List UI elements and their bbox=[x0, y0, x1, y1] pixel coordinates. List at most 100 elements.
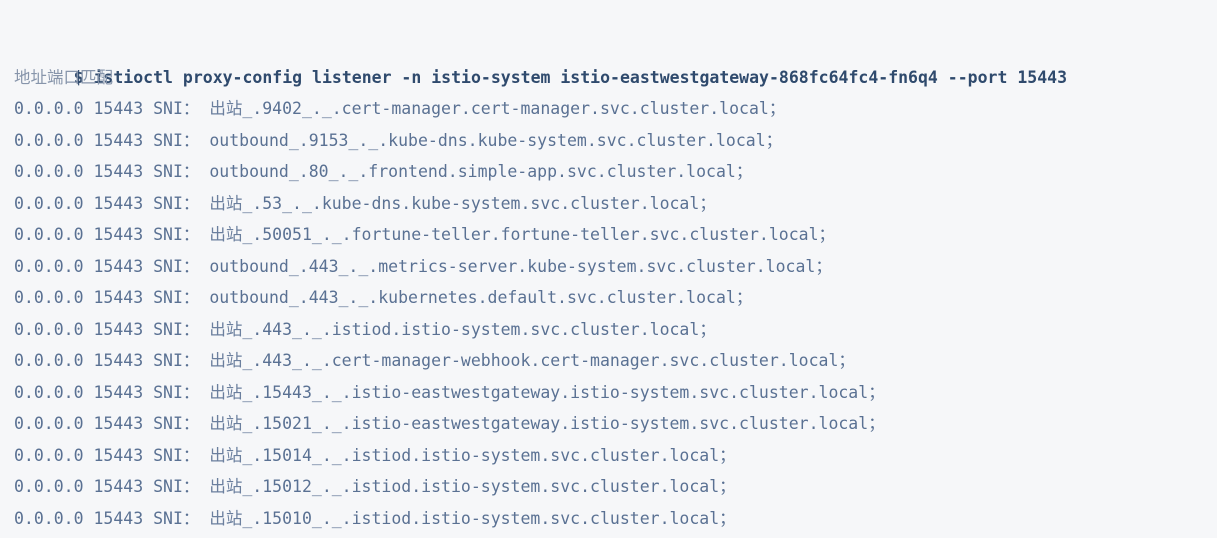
row-address: 0.0.0.0 bbox=[14, 508, 84, 528]
row-match-type: SNI bbox=[153, 193, 183, 213]
row-port: 15443 bbox=[93, 508, 144, 528]
row-sni: _.443_._.kubernetes.default.svc.cluster.… bbox=[288, 288, 736, 307]
row-terminator: ； bbox=[815, 256, 832, 276]
row-direction: 出站 bbox=[209, 351, 243, 370]
row-colon: ： bbox=[182, 193, 200, 213]
row-address: 0.0.0.0 bbox=[14, 225, 84, 244]
row-port: 15443 bbox=[93, 256, 144, 276]
row-match-type: SNI bbox=[153, 256, 183, 276]
row-address: 0.0.0.0 bbox=[14, 414, 84, 433]
row-address: 0.0.0.0 bbox=[14, 256, 84, 276]
row-port: 15443 bbox=[93, 162, 144, 181]
row-terminator: ； bbox=[719, 477, 736, 496]
row-sni: _.15021_._.istio-eastwestgateway.istio-s… bbox=[242, 414, 869, 433]
command-line: $ istioctl proxy-config listener -n isti… bbox=[14, 30, 1217, 87]
row-colon: ： bbox=[182, 351, 200, 370]
row-direction: 出站 bbox=[209, 477, 243, 496]
row-sni: _.443_._.metrics-server.kube-system.svc.… bbox=[288, 256, 816, 276]
row-direction: 出站 bbox=[209, 99, 243, 118]
row-port: 15443 bbox=[93, 445, 144, 465]
row-address: 0.0.0.0 bbox=[14, 382, 84, 402]
row-match-type: SNI bbox=[153, 162, 183, 181]
row-match-type: SNI bbox=[153, 351, 183, 370]
row-direction: 出站 bbox=[209, 508, 243, 528]
listener-row: 0.0.0.0 15443 SNI： 出站_.53_._.kube-dns.ku… bbox=[14, 188, 1217, 220]
listener-row: 0.0.0.0 15443 SNI： outbound_.443_._.kube… bbox=[14, 282, 1217, 314]
listener-row: 0.0.0.0 15443 SNI： 出站_.15010_._.istiod.i… bbox=[14, 503, 1217, 535]
row-colon: ： bbox=[182, 319, 200, 339]
row-port: 15443 bbox=[93, 99, 144, 118]
row-sni: _.15012_._.istiod.istio-system.svc.clust… bbox=[242, 477, 720, 496]
row-sni: _.15443_._.istio-eastwestgateway.istio-s… bbox=[242, 382, 869, 402]
terminal-output[interactable]: $ istioctl proxy-config listener -n isti… bbox=[14, 30, 1217, 534]
row-direction: outbound bbox=[209, 256, 289, 276]
listener-row: 0.0.0.0 15443 SNI： 出站_.15443_._.istio-ea… bbox=[14, 377, 1217, 409]
row-sni: _.50051_._.fortune-teller.fortune-teller… bbox=[242, 225, 819, 244]
row-colon: ： bbox=[182, 225, 200, 244]
row-address: 0.0.0.0 bbox=[14, 477, 84, 496]
row-match-type: SNI bbox=[153, 99, 183, 118]
row-address: 0.0.0.0 bbox=[14, 130, 84, 150]
row-terminator: ； bbox=[735, 162, 753, 181]
command-text: istioctl proxy-config listener -n istio-… bbox=[93, 67, 1068, 87]
row-port: 15443 bbox=[93, 414, 144, 433]
row-colon: ： bbox=[182, 99, 200, 118]
row-terminator: ； bbox=[765, 130, 783, 150]
row-sni: _.15014_._.istiod.istio-system.svc.clust… bbox=[242, 445, 720, 465]
row-direction: 出站 bbox=[209, 193, 243, 213]
shell-prompt-symbol: $ bbox=[73, 67, 84, 87]
row-colon: ： bbox=[182, 288, 200, 307]
row-port: 15443 bbox=[93, 351, 144, 370]
row-terminator: ； bbox=[719, 508, 736, 528]
row-match-type: SNI bbox=[153, 508, 183, 528]
row-match-type: SNI bbox=[153, 382, 183, 402]
row-terminator: ； bbox=[868, 414, 885, 433]
row-terminator: ； bbox=[719, 445, 736, 465]
row-sni: _.443_._.cert-manager-webhook.cert-manag… bbox=[242, 351, 839, 370]
row-colon: ： bbox=[182, 382, 200, 402]
row-colon: ： bbox=[182, 130, 200, 150]
row-address: 0.0.0.0 bbox=[14, 319, 84, 339]
row-direction: outbound bbox=[209, 288, 289, 307]
row-address: 0.0.0.0 bbox=[14, 193, 84, 213]
row-direction: 出站 bbox=[209, 414, 243, 433]
row-colon: ： bbox=[182, 256, 200, 276]
row-sni: _.443_._.istiod.istio-system.svc.cluster… bbox=[242, 319, 700, 339]
row-direction: outbound bbox=[209, 162, 289, 181]
row-port: 15443 bbox=[93, 319, 144, 339]
row-port: 15443 bbox=[93, 130, 144, 150]
row-colon: ： bbox=[182, 508, 200, 528]
listener-row: 0.0.0.0 15443 SNI： 出站_.9402_._.cert-mana… bbox=[14, 93, 1217, 125]
row-sni: _.9153_._.kube-dns.kube-system.svc.clust… bbox=[288, 130, 766, 150]
row-direction: 出站 bbox=[209, 319, 243, 339]
row-direction: outbound bbox=[209, 130, 289, 150]
listener-row: 0.0.0.0 15443 SNI： outbound_.443_._.metr… bbox=[14, 251, 1217, 283]
row-match-type: SNI bbox=[153, 445, 183, 465]
row-address: 0.0.0.0 bbox=[14, 99, 84, 118]
listener-row: 0.0.0.0 15443 SNI： 出站_.50051_._.fortune-… bbox=[14, 219, 1217, 251]
row-port: 15443 bbox=[93, 288, 144, 307]
row-sni: _.80_._.frontend.simple-app.svc.cluster.… bbox=[288, 162, 736, 181]
row-colon: ： bbox=[182, 414, 200, 433]
column-header: 地址端口匹配 bbox=[14, 67, 113, 87]
row-match-type: SNI bbox=[153, 477, 183, 496]
row-address: 0.0.0.0 bbox=[14, 162, 84, 181]
row-port: 15443 bbox=[93, 193, 144, 213]
row-colon: ： bbox=[182, 477, 200, 496]
row-port: 15443 bbox=[93, 382, 144, 402]
row-address: 0.0.0.0 bbox=[14, 288, 84, 307]
listener-row: 0.0.0.0 15443 SNI： 出站_.15021_._.istio-ea… bbox=[14, 408, 1217, 440]
row-direction: 出站 bbox=[209, 445, 243, 465]
listener-row: 0.0.0.0 15443 SNI： 出站_.15014_._.istiod.i… bbox=[14, 440, 1217, 472]
row-direction: 出站 bbox=[209, 382, 243, 402]
row-match-type: SNI bbox=[153, 225, 183, 244]
row-terminator: ； bbox=[699, 319, 716, 339]
row-terminator: ； bbox=[818, 225, 836, 244]
row-match-type: SNI bbox=[153, 288, 183, 307]
row-match-type: SNI bbox=[153, 319, 183, 339]
row-match-type: SNI bbox=[153, 130, 183, 150]
row-port: 15443 bbox=[93, 225, 144, 244]
row-sni: _.9402_._.cert-manager.cert-manager.svc.… bbox=[242, 99, 769, 118]
row-colon: ： bbox=[182, 162, 200, 181]
